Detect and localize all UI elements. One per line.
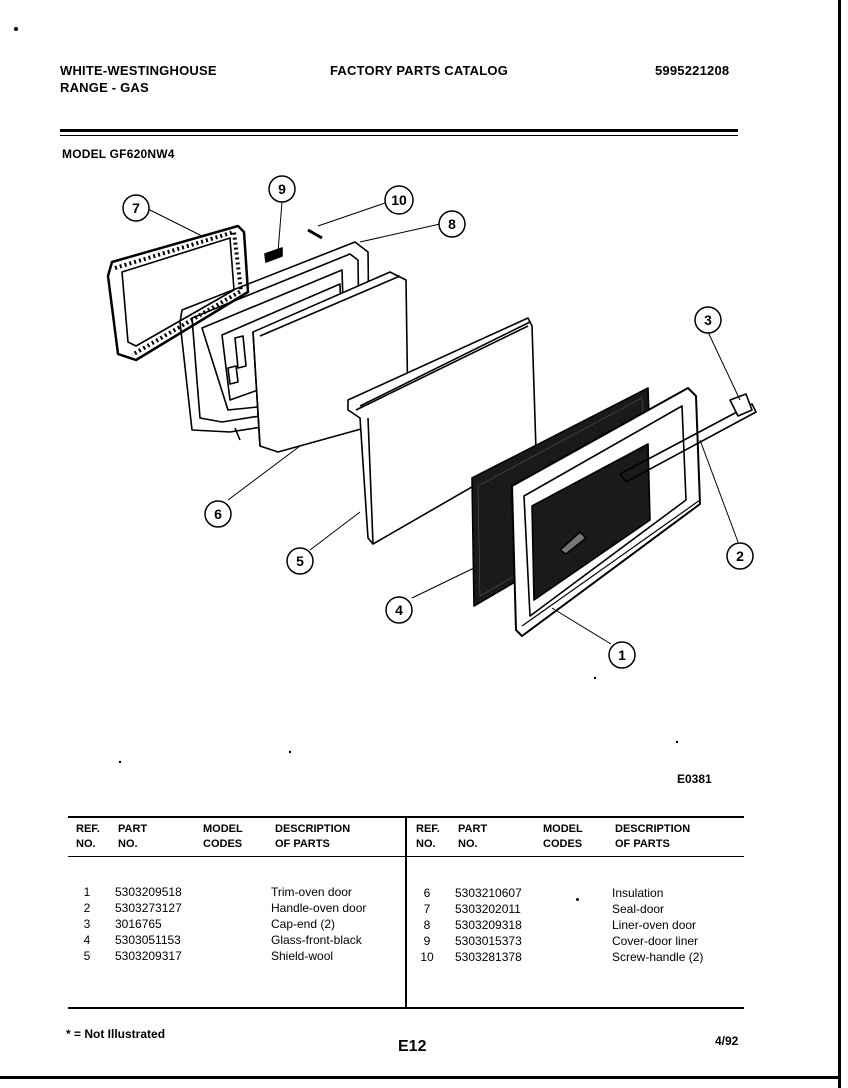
part-shield-wool <box>347 317 537 545</box>
part-number: 5303015373 <box>455 934 522 948</box>
svg-text:1: 1 <box>618 647 626 663</box>
header-rule-thick <box>60 129 738 132</box>
svg-text:5: 5 <box>296 553 304 569</box>
svg-text:8: 8 <box>448 216 456 232</box>
callout-2: 2 <box>726 542 754 570</box>
svg-text:10: 10 <box>391 192 407 208</box>
header-ref-right: REF.NO. <box>416 823 440 850</box>
ref-number: 4 <box>83 933 91 947</box>
part-description: Trim-oven door <box>271 885 352 899</box>
ref-number: 5 <box>83 949 91 963</box>
part-description: Shield-wool <box>271 949 334 963</box>
part-description: Liner-oven door <box>612 918 697 932</box>
ref-number: 7 <box>423 902 431 916</box>
brand-name: WHITE-WESTINGHOUSE <box>60 63 217 78</box>
table-divider <box>405 816 407 1008</box>
part-description: Cap-end (2) <box>271 917 336 931</box>
part-number: 5303209518 <box>115 885 182 899</box>
product-type: RANGE - GAS <box>60 80 149 95</box>
drawing-code: E0381 <box>677 772 712 786</box>
callout-10: 10 <box>384 185 414 215</box>
callout-4: 4 <box>385 596 413 624</box>
ref-number: 1 <box>83 885 91 899</box>
header-ref: REF.NO. <box>76 823 100 850</box>
scan-speck <box>14 27 18 31</box>
part-description: Screw-handle (2) <box>612 950 704 964</box>
ref-number: 8 <box>423 918 431 932</box>
ref-number: 2 <box>83 901 91 915</box>
callout-3: 3 <box>694 306 722 334</box>
part-number: 5303273127 <box>115 901 182 915</box>
part-trim-oven-door <box>511 387 701 637</box>
ref-number: 10 <box>420 950 434 964</box>
ref-number: 6 <box>423 886 431 900</box>
catalog-date: 4/92 <box>715 1034 739 1048</box>
callout-8: 8 <box>438 210 466 238</box>
part-description: Seal-door <box>612 902 665 916</box>
svg-text:3: 3 <box>704 312 712 328</box>
part-description: Glass-front-black <box>271 933 362 947</box>
part-screw-handle <box>307 228 323 240</box>
part-description: Handle-oven door <box>271 901 367 915</box>
part-number: 3016765 <box>115 917 162 931</box>
scan-speck <box>576 898 579 901</box>
header-rule-thin <box>60 135 738 136</box>
callout-6: 6 <box>204 500 232 528</box>
svg-text:4: 4 <box>395 602 403 618</box>
not-illustrated-note: * = Not Illustrated <box>66 1027 166 1041</box>
part-description: Cover-door liner <box>612 934 699 948</box>
model-number: MODEL GF620NW4 <box>62 147 175 161</box>
page-border-right <box>838 0 841 1088</box>
svg-text:6: 6 <box>214 506 222 522</box>
callout-5: 5 <box>286 547 314 575</box>
page-border-bottom <box>0 1076 841 1079</box>
exploded-parts-diagram: 7 9 10 8 3 6 5 2 4 1 <box>60 160 780 800</box>
part-description: Insulation <box>612 886 664 900</box>
callout-1: 1 <box>608 641 636 669</box>
part-number: 5303202011 <box>455 902 521 916</box>
part-number: 5303209318 <box>455 918 522 932</box>
part-number: 5303281378 <box>455 950 522 964</box>
svg-text:7: 7 <box>132 200 140 216</box>
part-number: 5303209317 <box>115 949 182 963</box>
part-number: 5303210607 <box>455 886 522 900</box>
part-number: 5303051153 <box>115 933 181 947</box>
svg-text:9: 9 <box>278 181 286 197</box>
ref-number: 3 <box>83 917 91 931</box>
part-handle-oven-door <box>619 393 757 483</box>
ref-number: 9 <box>423 934 431 948</box>
table-rule-bottom <box>68 1007 744 1009</box>
page-number: E12 <box>398 1038 427 1055</box>
callout-7: 7 <box>122 194 150 222</box>
callout-9: 9 <box>268 175 296 203</box>
svg-text:2: 2 <box>736 548 744 564</box>
catalog-title: FACTORY PARTS CATALOG <box>330 63 509 78</box>
catalog-number: 5995221208 <box>655 63 730 78</box>
